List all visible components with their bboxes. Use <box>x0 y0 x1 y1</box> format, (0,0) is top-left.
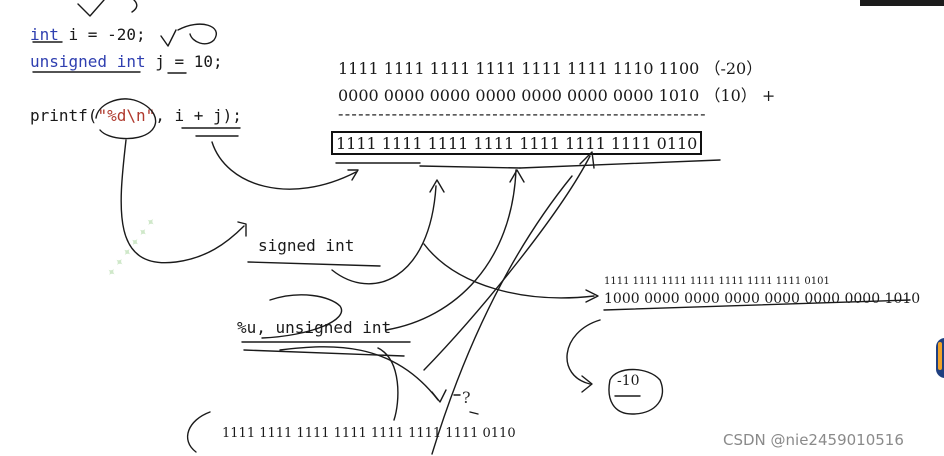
checkmark-int-line <box>160 29 177 47</box>
checkmark-top <box>77 0 105 17</box>
binary-sum: 1111 1111 1111 1111 1111 1111 1111 0110 <box>336 134 698 153</box>
code-format-string: "%d\n" <box>97 106 156 125</box>
question-mark: ? <box>462 388 471 407</box>
code-line-3-post: , i + j); <box>155 106 242 125</box>
window-edge-bar <box>860 0 944 6</box>
binary-sum-box: 1111 1111 1111 1111 1111 1111 1111 0110 <box>331 131 703 155</box>
faint-watermark-logo: ✦ ✦ ✦ ✦ ✦ ✦ <box>104 214 160 281</box>
binary-row-10: 0000 0000 0000 0000 0000 0000 0000 1010 … <box>338 86 776 105</box>
arrow-to-binary <box>423 243 595 299</box>
csdn-watermark: CSDN @nie2459010516 <box>723 431 904 449</box>
binary-bottom: 1111 1111 1111 1111 1111 1111 1111 0110 <box>222 426 516 441</box>
code-line-3: printf("%d\n", i + j); <box>30 106 242 126</box>
code-line-3-pre: printf( <box>30 106 98 125</box>
code-line-2: unsigned int j = 10; <box>30 52 223 72</box>
result-minus-10: -10 <box>617 373 640 389</box>
code-line-2-rest: j = 10; <box>145 52 223 71</box>
binary-divider: ----------------------------------------… <box>338 104 707 123</box>
code-line-1: int i = -20; <box>30 25 146 45</box>
binary-ones-complement: 1111 1111 1111 1111 1111 1111 1111 0101 <box>604 276 830 287</box>
binary-row-minus-20: 1111 1111 1111 1111 1111 1111 1110 1100 … <box>338 59 763 78</box>
code-keyword-int: int <box>30 25 59 44</box>
avatar-rim <box>938 342 942 370</box>
note-unsigned-int: %u, unsigned int <box>237 318 392 337</box>
binary-sign-magnitude: 1000 0000 0000 0000 0000 0000 0000 1010 <box>604 291 921 307</box>
code-line-1-rest: i = -20; <box>58 25 146 44</box>
code-keyword-unsigned-int: unsigned int <box>30 52 146 71</box>
note-signed-int: signed int <box>258 236 355 255</box>
